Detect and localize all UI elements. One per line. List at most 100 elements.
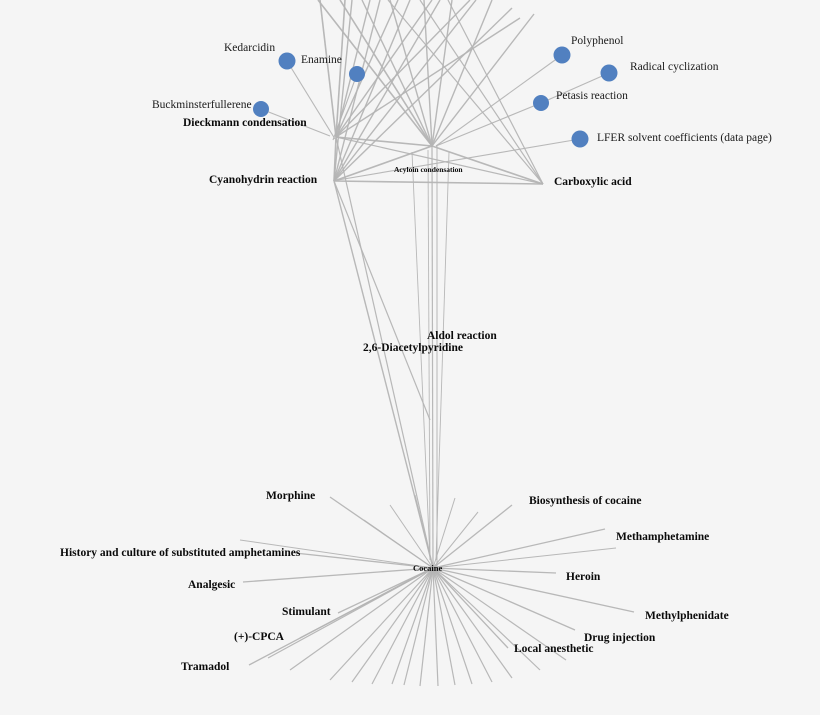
graph-node-enamine[interactable] xyxy=(349,66,365,82)
graph-edge xyxy=(432,567,635,613)
graph-edge xyxy=(317,0,433,147)
graph-edge xyxy=(391,567,434,685)
graph-edge xyxy=(335,0,346,138)
graph-edge xyxy=(337,138,581,181)
graph-edge xyxy=(432,567,541,671)
graph-edge xyxy=(333,180,431,421)
node-label-drug-injection[interactable]: Drug injection xyxy=(584,632,656,644)
graph-edge xyxy=(371,567,434,685)
graph-edge xyxy=(432,567,576,631)
graph-edge xyxy=(339,0,433,147)
graph-edge xyxy=(447,0,544,185)
graph-edge xyxy=(432,567,473,685)
graph-edge xyxy=(432,497,456,569)
graph-node-lfer-solvent-coefficients[interactable] xyxy=(571,130,589,148)
graph-edge xyxy=(431,145,544,185)
node-label-methamphetamine[interactable]: Methamphetamine xyxy=(616,531,710,543)
graph-node-polyphenol[interactable] xyxy=(553,46,571,64)
node-label-heroin[interactable]: Heroin xyxy=(566,571,601,583)
graph-edge xyxy=(294,552,434,569)
graph-edge xyxy=(333,0,441,182)
graph-edge xyxy=(403,567,434,686)
graph-edge xyxy=(540,72,610,104)
graph-edge xyxy=(432,567,513,679)
graph-edge xyxy=(431,0,493,147)
graph-edge xyxy=(387,0,544,185)
graph-edge xyxy=(333,0,477,182)
graph-edge xyxy=(286,60,336,140)
graph-edge xyxy=(411,151,431,561)
graph-edge xyxy=(432,504,513,569)
node-label-biosynthesis-of-cocaine[interactable]: Biosynthesis of cocaine xyxy=(529,495,642,507)
node-label-radical-cyclization[interactable]: Radical cyclization xyxy=(630,61,719,73)
graph-edge xyxy=(435,54,563,147)
hub-label-cocaine[interactable]: Cocaine xyxy=(413,563,443,573)
graph-edge xyxy=(242,567,434,583)
node-label-petasis-reaction[interactable]: Petasis reaction xyxy=(556,90,628,102)
node-label-26-diacetylpyridine[interactable]: 2,6-Diacetylpyridine xyxy=(363,342,463,354)
node-label-plus-cpca[interactable]: (+)-CPCA xyxy=(234,631,284,643)
graph-edge xyxy=(431,145,434,569)
graph-edge xyxy=(289,567,434,671)
graph-edge xyxy=(432,547,617,569)
graph-edge xyxy=(239,539,434,569)
graph-edge xyxy=(329,567,434,681)
graph-edge xyxy=(333,0,381,182)
graph-edge xyxy=(432,567,509,649)
node-label-stimulant[interactable]: Stimulant xyxy=(282,606,331,618)
graph-edge xyxy=(414,494,434,569)
node-label-aldol-reaction[interactable]: Aldol reaction xyxy=(427,330,497,342)
graph-edge xyxy=(389,0,433,147)
node-label-methylphenidate[interactable]: Methylphenidate xyxy=(645,610,729,622)
node-label-tramadol[interactable]: Tramadol xyxy=(181,661,230,673)
graph-edge xyxy=(319,0,337,138)
graph-edge xyxy=(337,567,434,614)
graph-edge xyxy=(363,519,434,569)
node-label-kedarcidin[interactable]: Kedarcidin xyxy=(224,42,276,54)
graph-edge xyxy=(260,108,331,137)
graph-node-petasis-reaction[interactable] xyxy=(533,95,549,111)
graph-edge xyxy=(419,567,434,687)
node-label-polyphenol[interactable]: Polyphenol xyxy=(571,35,624,47)
graph-edge xyxy=(333,0,353,182)
node-label-cyanohydrin-reaction[interactable]: Cyanohydrin reaction xyxy=(209,174,318,186)
graph-edge xyxy=(432,528,606,569)
graph-edge xyxy=(432,567,557,574)
graph-node-kedarcidin[interactable] xyxy=(278,52,296,70)
graph-node-buckminsterfullerene[interactable] xyxy=(253,101,269,117)
hub-label-acyloin[interactable]: Acyloin condensation xyxy=(394,165,463,174)
node-label-carboxylic-acid[interactable]: Carboxylic acid xyxy=(554,176,632,188)
node-label-analgesic[interactable]: Analgesic xyxy=(188,579,236,591)
nodes-group xyxy=(253,46,618,148)
node-label-buckminsterfullerene[interactable]: Buckminsterfullerene xyxy=(152,99,252,111)
graph-edge xyxy=(419,0,544,185)
node-label-dieckmann-condensation[interactable]: Dieckmann condensation xyxy=(183,117,307,129)
graph-edge xyxy=(432,567,567,661)
graph-edge xyxy=(335,0,399,138)
graph-edge xyxy=(435,102,542,147)
graph-node-radical-cyclization[interactable] xyxy=(600,64,618,82)
graph-edge xyxy=(333,180,434,569)
edges-group xyxy=(239,0,635,687)
graph-edge xyxy=(333,0,411,182)
graph-edge xyxy=(432,567,456,686)
graph-edge xyxy=(431,0,453,147)
graph-edge xyxy=(432,511,479,569)
node-label-history-and-culture-of-substituted-amphetamines[interactable]: History and culture of substituted amphe… xyxy=(60,547,301,559)
node-label-morphine[interactable]: Morphine xyxy=(266,490,316,502)
node-label-lfer-solvent-coefficients[interactable]: LFER solvent coefficients (data page) xyxy=(597,132,772,144)
graph-edge xyxy=(435,151,450,561)
node-label-enamine[interactable]: Enamine xyxy=(301,54,342,66)
graph-edge xyxy=(333,180,544,185)
graph-edge xyxy=(335,0,471,138)
graph-edge xyxy=(335,136,434,569)
graph-edge xyxy=(431,13,535,147)
graph-edge xyxy=(432,567,439,687)
node-label-local-anesthetic[interactable]: Local anesthetic xyxy=(514,643,594,655)
graph-edge xyxy=(351,567,434,683)
graph-edge xyxy=(267,567,434,659)
graph-edge xyxy=(389,504,434,569)
graph-edge xyxy=(432,567,493,683)
